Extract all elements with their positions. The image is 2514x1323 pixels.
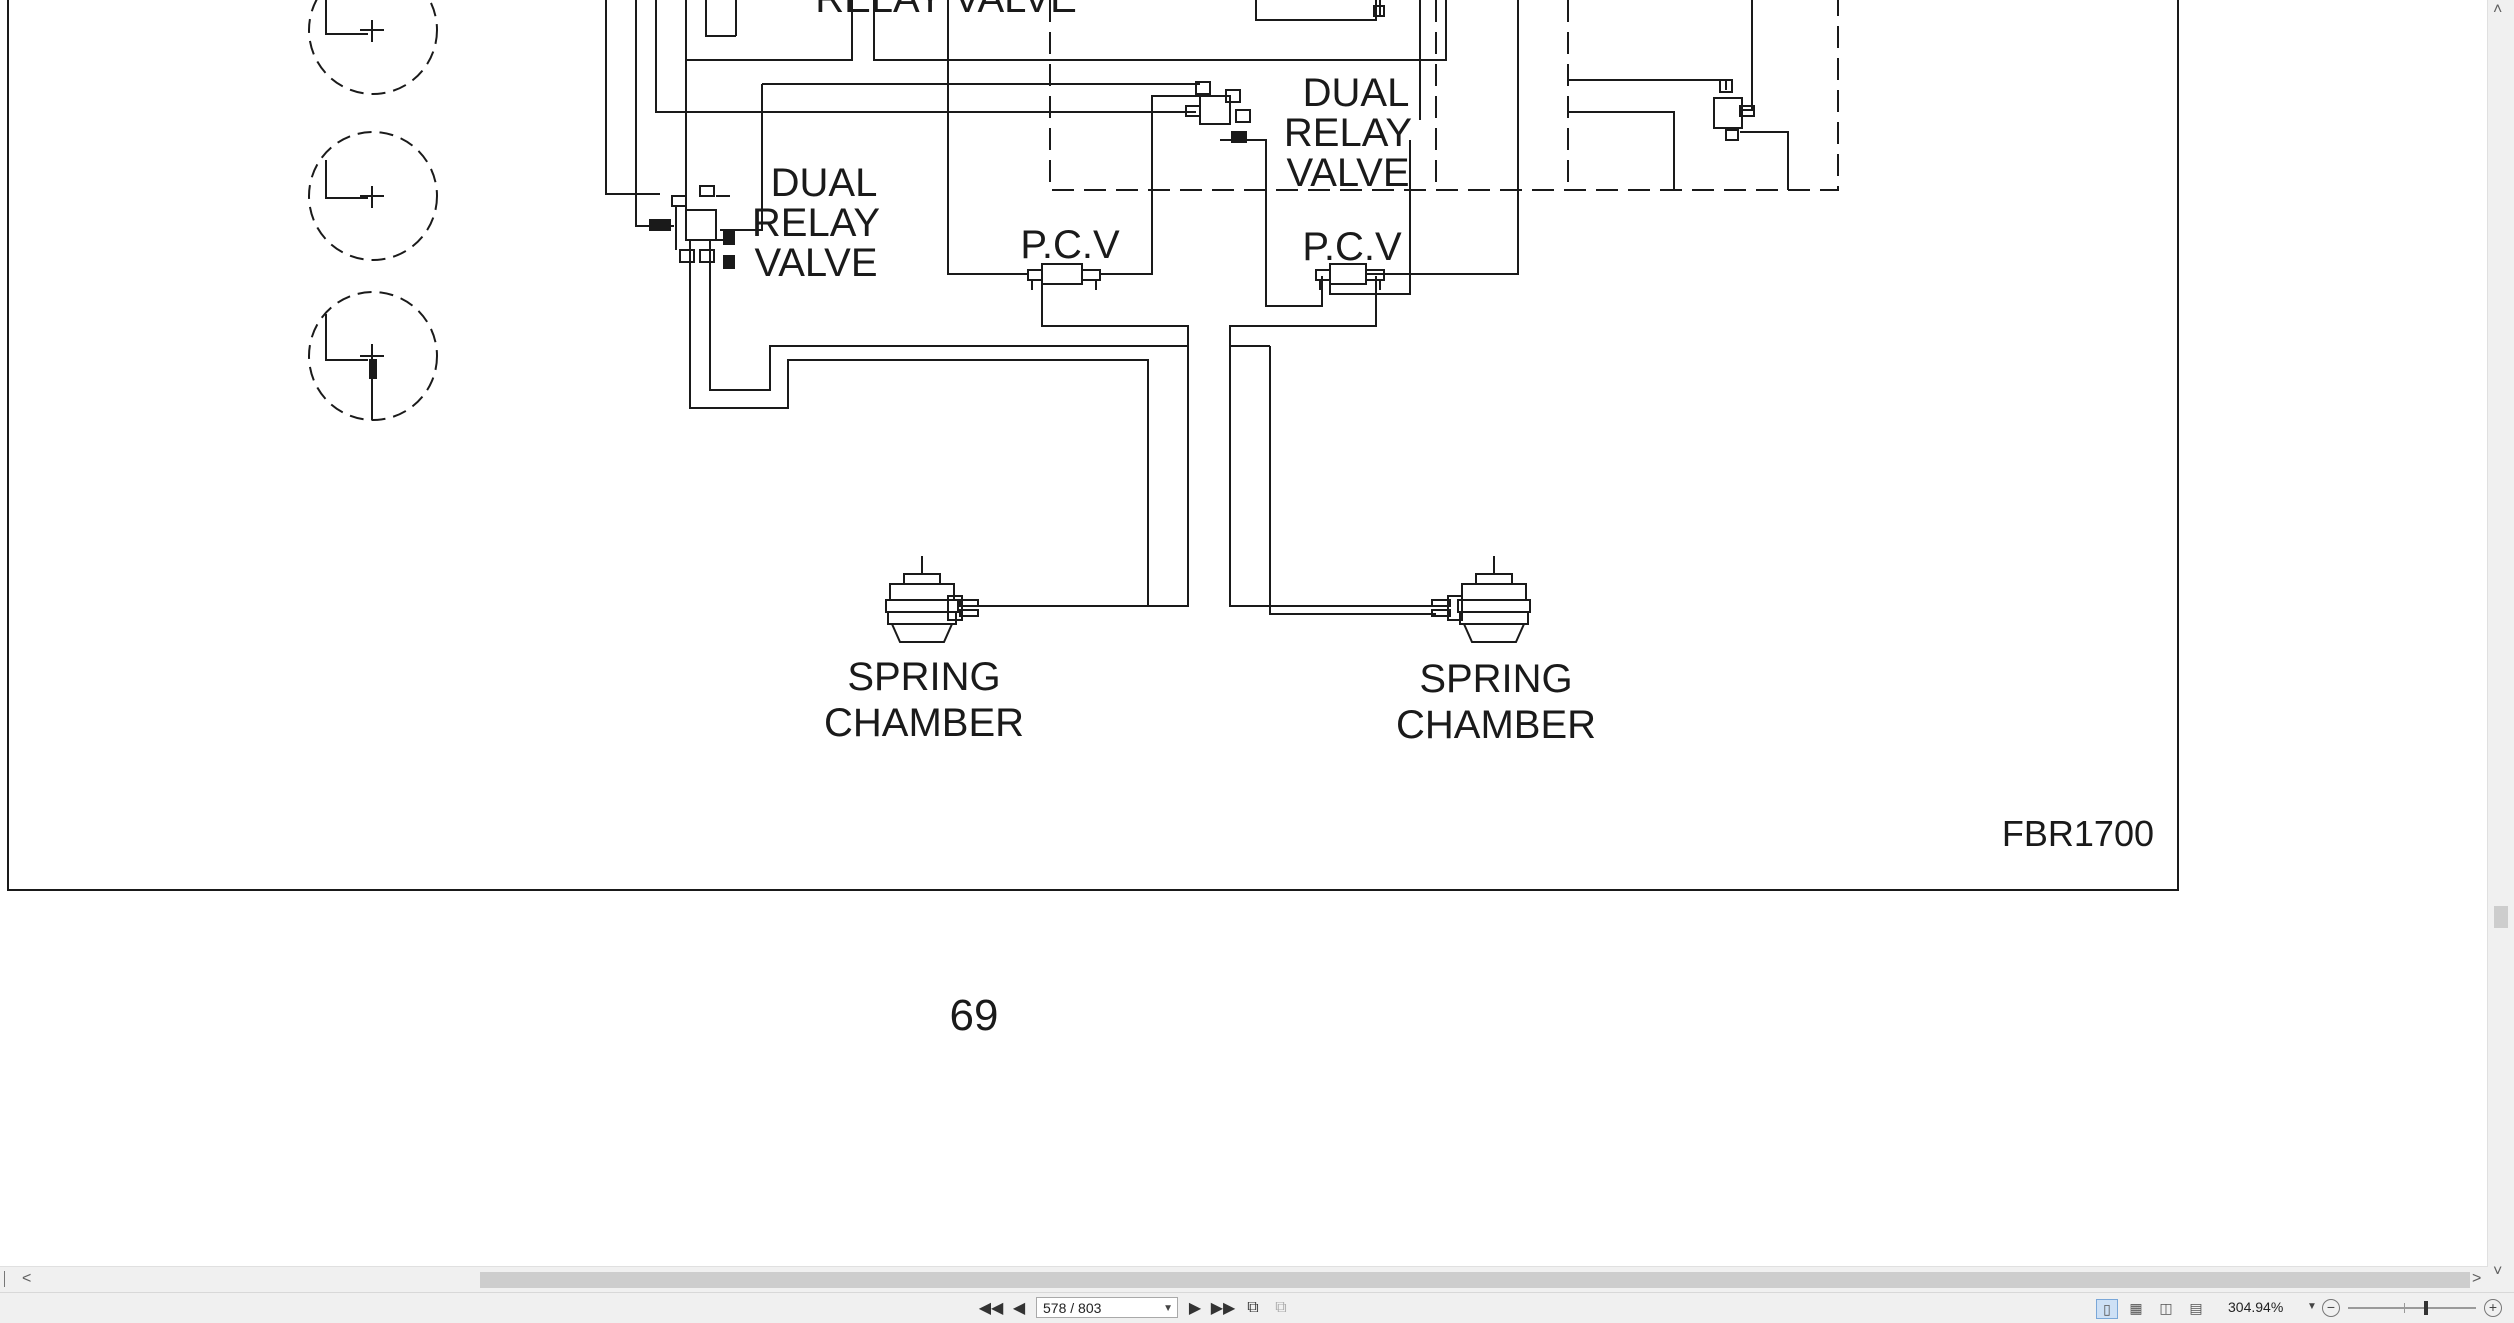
next-page-icon[interactable]: ▶: [1188, 1300, 1202, 1317]
dual-relay-left-line1: DUAL: [771, 161, 878, 205]
dashed-box-center: [1049, 0, 1839, 191]
pcv-left-label: P.C.V: [1020, 223, 1120, 267]
vertical-scrollbar[interactable]: ˄ ˅: [2487, 0, 2514, 1282]
relay-valve-far-right-symbol: [1713, 79, 1755, 141]
single-page-view-icon[interactable]: ▯: [2096, 1299, 2118, 1319]
continuous-view-icon[interactable]: ▦: [2129, 1299, 2143, 1316]
horizontal-scrollbar[interactable]: ˂ ˃: [0, 1266, 2488, 1293]
prev-page-icon[interactable]: ◀: [1012, 1300, 1026, 1317]
status-bar: ◀◀ ◀ 578 / 803 ▼ ▶ ▶▶ ⧉ ⧉ ▯ ▦ ◫ ▤ 304.94…: [0, 1292, 2514, 1323]
page-number-input[interactable]: 578 / 803 ▼: [1036, 1297, 1178, 1318]
scroll-left-icon[interactable]: ˂: [22, 1270, 32, 1287]
dashed-circle-2: [308, 131, 438, 261]
page-border: [7, 0, 2179, 891]
fit-page-icon[interactable]: ⧉: [1247, 1299, 1259, 1316]
dual-relay-right-line2: RELAY: [1284, 111, 1412, 155]
dual-relay-valve-right-symbol: [1185, 81, 1251, 143]
spring-chamber-right-symbol: [1431, 556, 1531, 643]
spring-chamber-left-line1: SPRING: [847, 655, 1000, 699]
scroll-right-icon[interactable]: ˃: [2472, 1270, 2482, 1287]
page-number: 69: [950, 991, 999, 1040]
dual-relay-left-line3: VALVE: [754, 241, 877, 285]
pcv-right-label: P.C.V: [1302, 225, 1402, 269]
zoom-in-icon[interactable]: +: [2484, 1299, 2502, 1317]
pcv-right-symbol: [1315, 263, 1385, 290]
last-page-icon[interactable]: ▶▶: [1210, 1300, 1236, 1317]
zoom-dropdown-icon[interactable]: ▼: [2307, 1301, 2317, 1312]
facing-view-icon[interactable]: ◫: [2159, 1299, 2173, 1316]
chevron-down-icon[interactable]: ▼: [1163, 1303, 1173, 1314]
dual-relay-right-line1: DUAL: [1303, 71, 1410, 115]
scroll-edge-icon: [4, 1271, 9, 1287]
figure-code: FBR1700: [2002, 813, 2154, 854]
relay-valve-label: RELAY VALVE: [815, 0, 1077, 21]
scroll-up-icon[interactable]: ˄: [2493, 1, 2503, 18]
pcv-left-symbol: [1027, 263, 1101, 290]
spring-chamber-right-line2: CHAMBER: [1396, 703, 1596, 747]
spring-chamber-right-line1: SPRING: [1419, 657, 1572, 701]
zoom-out-icon[interactable]: −: [2322, 1299, 2340, 1317]
dual-relay-left-line2: RELAY: [752, 201, 880, 245]
page-indicator: 578 / 803: [1043, 1300, 1102, 1316]
dual-relay-right-line3: VALVE: [1286, 151, 1409, 195]
vertical-scroll-thumb[interactable]: [2494, 906, 2508, 928]
dual-relay-valve-left-symbol: [649, 185, 735, 269]
spring-chamber-left-symbol: [885, 556, 979, 643]
first-page-icon[interactable]: ◀◀: [978, 1300, 1004, 1317]
zoom-slider-track[interactable]: [2348, 1307, 2476, 1309]
schematic-page: RELAY VALVE DUAL RELAY VALVE DUAL RELAY …: [7, 0, 2179, 1040]
horizontal-scroll-thumb[interactable]: [480, 1272, 2470, 1288]
dashed-circle-1: [308, 0, 438, 95]
continuous-facing-icon[interactable]: ▤: [2189, 1299, 2203, 1316]
zoom-slider-thumb[interactable]: [2424, 1301, 2428, 1315]
scroll-down-icon[interactable]: ˅: [2493, 1263, 2503, 1280]
spring-chamber-left-line2: CHAMBER: [824, 701, 1024, 745]
fit-width-icon[interactable]: ⧉: [1275, 1299, 1287, 1316]
document-viewport[interactable]: RELAY VALVE DUAL RELAY VALVE DUAL RELAY …: [0, 0, 2488, 1266]
zoom-slider-tick: [2404, 1303, 2405, 1313]
zoom-level[interactable]: 304.94%: [2228, 1299, 2284, 1315]
